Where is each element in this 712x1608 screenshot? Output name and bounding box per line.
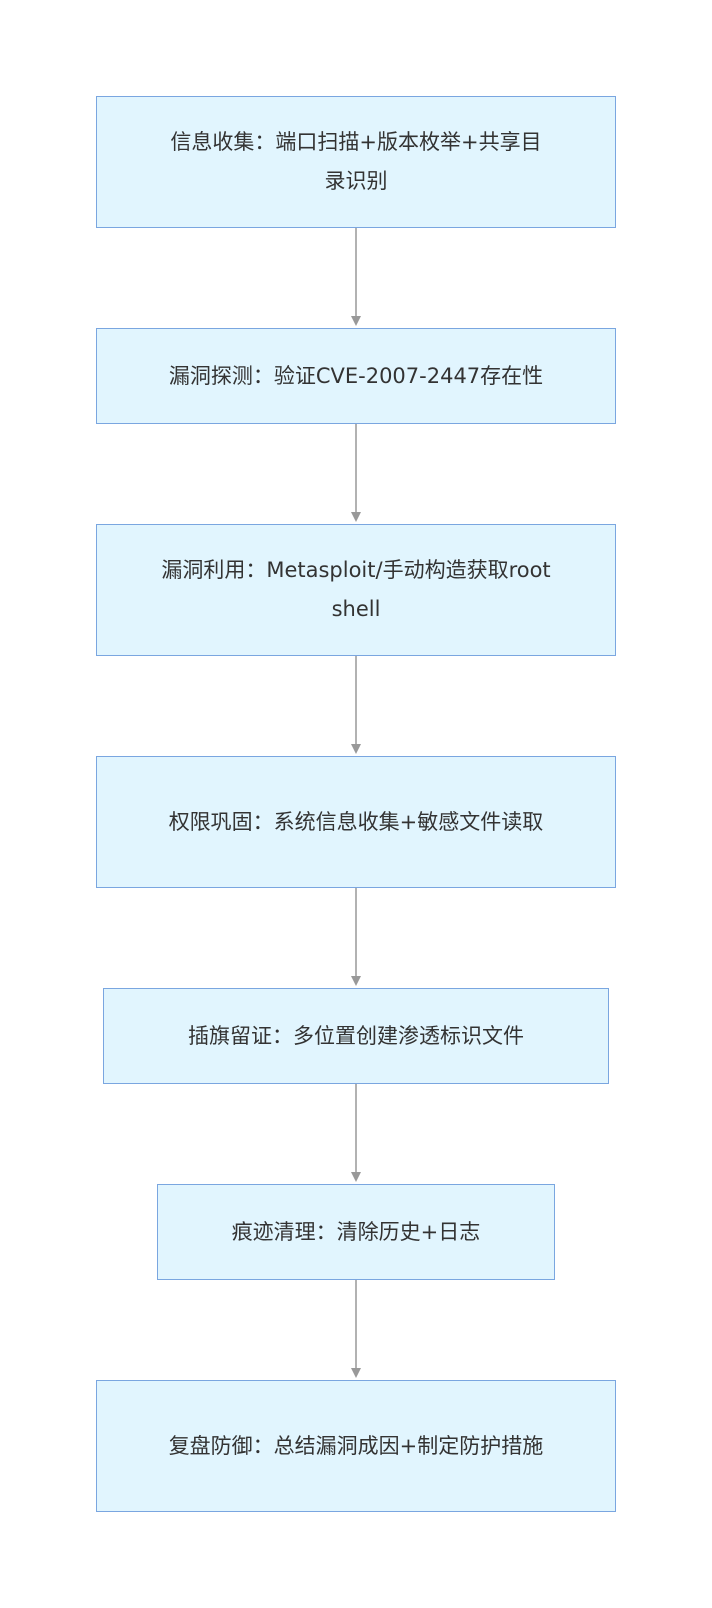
step-label: 痕迹清理：清除历史+日志: [231, 1219, 481, 1244]
step-label: 漏洞探测：验证CVE-2007-2447存在性: [168, 363, 544, 388]
step-label: 权限巩固：系统信息收集+敏感文件读取: [168, 809, 544, 834]
step-exploitation: 漏洞利用：Metasploit/手动构造获取root shell: [96, 524, 616, 656]
step-label: 信息收集：端口扫描+版本枚举+共享目录识别: [170, 130, 542, 193]
step-info-gathering: 信息收集：端口扫描+版本枚举+共享目录识别: [96, 96, 616, 228]
step-label: 插旗留证：多位置创建渗透标识文件: [188, 1023, 524, 1048]
step-privilege-consolidation: 权限巩固：系统信息收集+敏感文件读取: [96, 756, 616, 888]
step-label: 复盘防御：总结漏洞成因+制定防护措施: [168, 1433, 544, 1458]
step-review-defense: 复盘防御：总结漏洞成因+制定防护措施: [96, 1380, 616, 1512]
step-vuln-detection: 漏洞探测：验证CVE-2007-2447存在性: [96, 328, 616, 424]
step-flag-planting: 插旗留证：多位置创建渗透标识文件: [103, 988, 609, 1084]
step-trace-cleanup: 痕迹清理：清除历史+日志: [157, 1184, 555, 1280]
step-label: 漏洞利用：Metasploit/手动构造获取root shell: [161, 558, 551, 621]
